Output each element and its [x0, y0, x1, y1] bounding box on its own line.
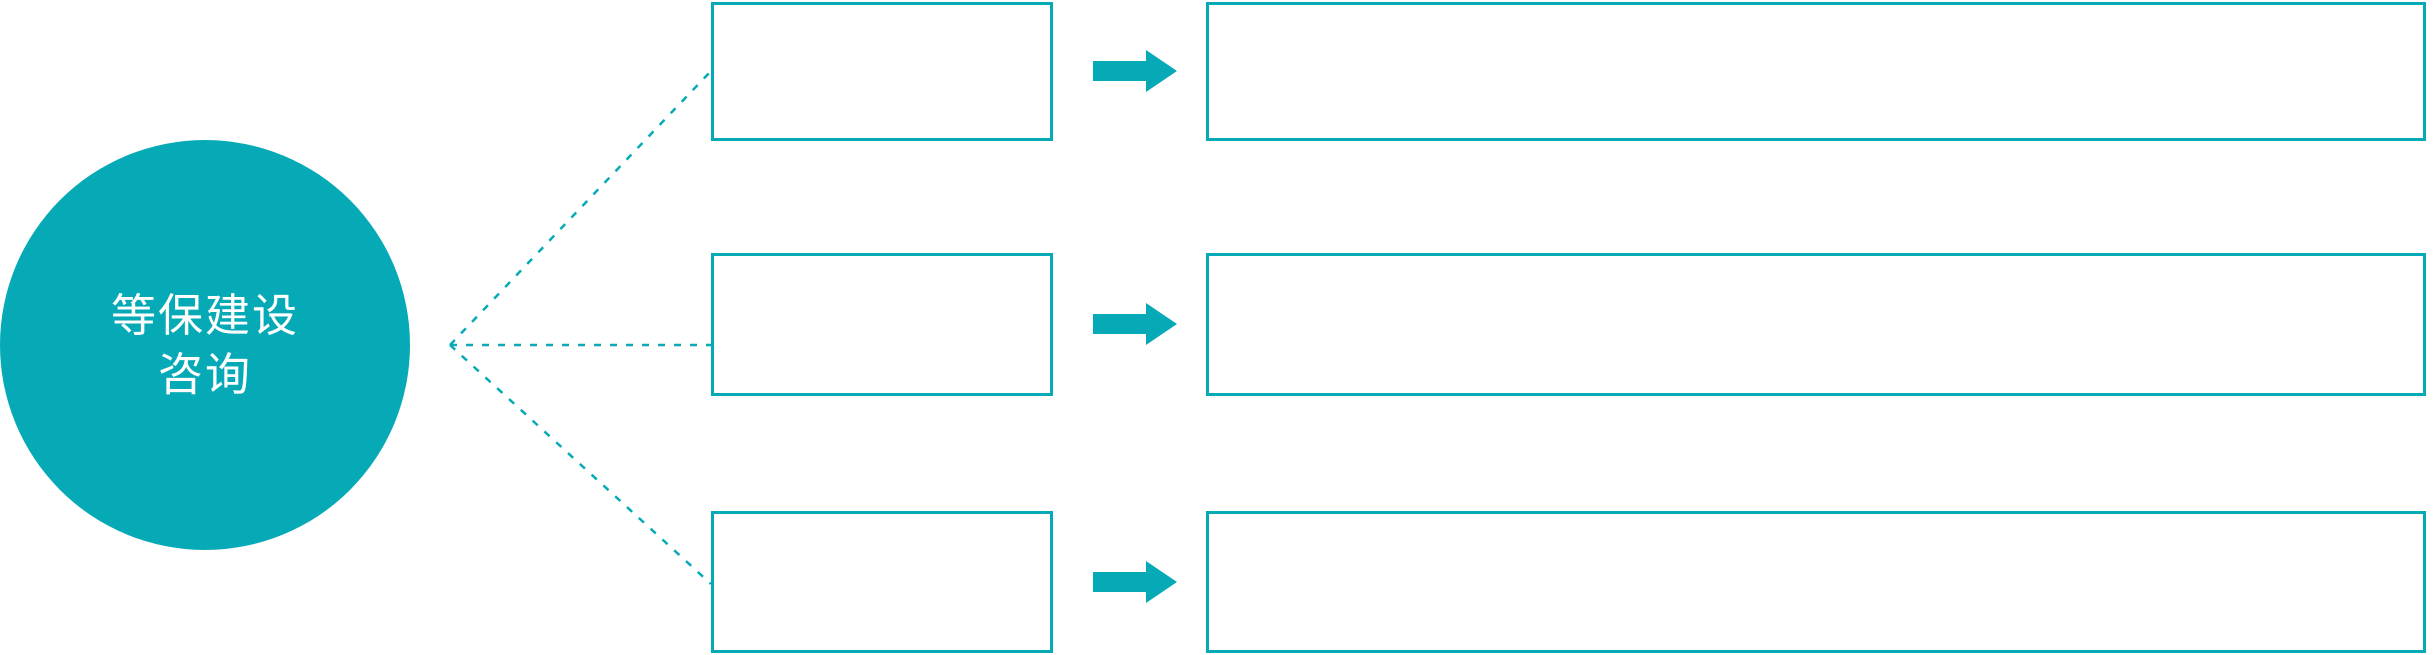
connector-line-3 — [449, 344, 712, 585]
hub-label-line-1: 等保建设 — [110, 289, 299, 341]
detail-box-row-3[interactable] — [1206, 511, 2426, 653]
right-block-arrow-row-3 — [1093, 561, 1177, 603]
detail-box-row-2[interactable] — [1206, 253, 2426, 396]
hub-label-line-2: 咨询 — [157, 349, 252, 400]
detail-box-row-1[interactable] — [1206, 2, 2426, 141]
hub-circle[interactable]: 等保建设 咨询 — [0, 140, 410, 550]
stage-box-row-2[interactable] — [711, 253, 1053, 396]
stage-box-row-1[interactable] — [711, 2, 1053, 141]
right-block-arrow-row-2 — [1093, 303, 1177, 345]
right-block-arrow-row-1 — [1093, 50, 1177, 92]
stage-box-row-3[interactable] — [711, 511, 1053, 653]
connector-line-1 — [449, 70, 712, 346]
